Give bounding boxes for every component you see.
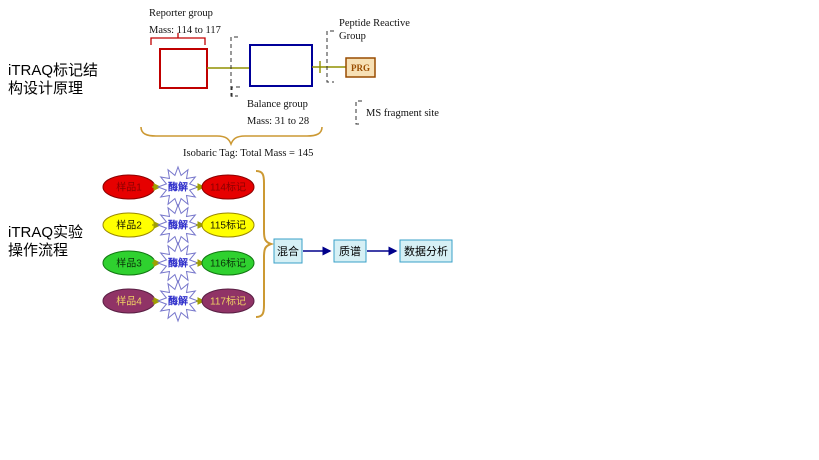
tag-ellipse <box>201 250 255 276</box>
sample-label: 样品1 <box>116 181 142 194</box>
sample-label: 样品3 <box>116 257 142 270</box>
peptide-reactive-label-line2: Group <box>339 31 366 42</box>
prg-box <box>345 57 376 78</box>
workflow-row-2: 样品2 酶解 115标记 <box>102 204 255 246</box>
workflow-row-1: 样品1 酶解 114标记 <box>102 166 255 208</box>
prg-label: PRG <box>351 63 370 73</box>
tag-label: 114标记 <box>210 182 246 194</box>
reporter-group-label: Reporter group <box>149 8 213 19</box>
fragment-site-bracket <box>230 36 238 97</box>
digest-label: 酶解 <box>168 181 188 194</box>
balance-bracket <box>231 86 240 99</box>
ms-fragment-bracket <box>355 100 362 125</box>
reporter-group-box <box>159 48 208 89</box>
isobaric-label: Isobaric Tag: Total Mass = 145 <box>183 148 313 159</box>
mass-spec-box <box>333 239 367 263</box>
tag-ellipse <box>201 174 255 200</box>
digest-label: 酶解 <box>168 295 188 308</box>
peptide-reactive-label-line1: Peptide Reactive <box>339 18 410 29</box>
sample-label: 样品4 <box>116 295 142 308</box>
workflow-row-3: 样品3 酶解 116标记 <box>102 242 255 284</box>
balance-group-label: Balance group <box>247 99 308 110</box>
data-analysis-label: 数据分析 <box>404 244 448 258</box>
isobaric-underbrace <box>140 126 323 147</box>
mix-label: 混合 <box>277 244 299 258</box>
balance-mass-label: Mass: 31 to 28 <box>247 116 309 127</box>
reporter-bracket <box>150 33 206 45</box>
digest-label: 酶解 <box>168 257 188 270</box>
workflow-heading-line2: 操作流程 <box>8 242 68 259</box>
digest-label: 酶解 <box>168 219 188 232</box>
tag-label: 117标记 <box>210 296 246 308</box>
principle-heading-line2: 构设计原理 <box>8 80 83 97</box>
workflow-heading-line1: iTRAQ实验 <box>8 224 83 241</box>
tag-label: 116标记 <box>210 258 246 270</box>
workflow-row-4: 样品4 酶解 117标记 <box>102 280 255 322</box>
mass-spec-label: 质谱 <box>339 244 361 258</box>
mix-box <box>273 238 303 264</box>
tag-ellipse <box>201 288 255 314</box>
principle-heading-line1: iTRAQ标记结 <box>8 62 98 79</box>
tag-ellipse <box>201 212 255 238</box>
workflow-brace <box>255 170 275 318</box>
peptide-reactive-bracket <box>326 30 334 83</box>
tag-label: 115标记 <box>210 220 246 232</box>
balance-group-box <box>249 44 313 87</box>
sample-label: 样品2 <box>116 219 142 232</box>
data-analysis-box <box>399 239 453 263</box>
ms-fragment-label: MS fragment site <box>366 108 439 119</box>
reporter-mass-label: Mass: 114 to 117 <box>149 25 221 36</box>
